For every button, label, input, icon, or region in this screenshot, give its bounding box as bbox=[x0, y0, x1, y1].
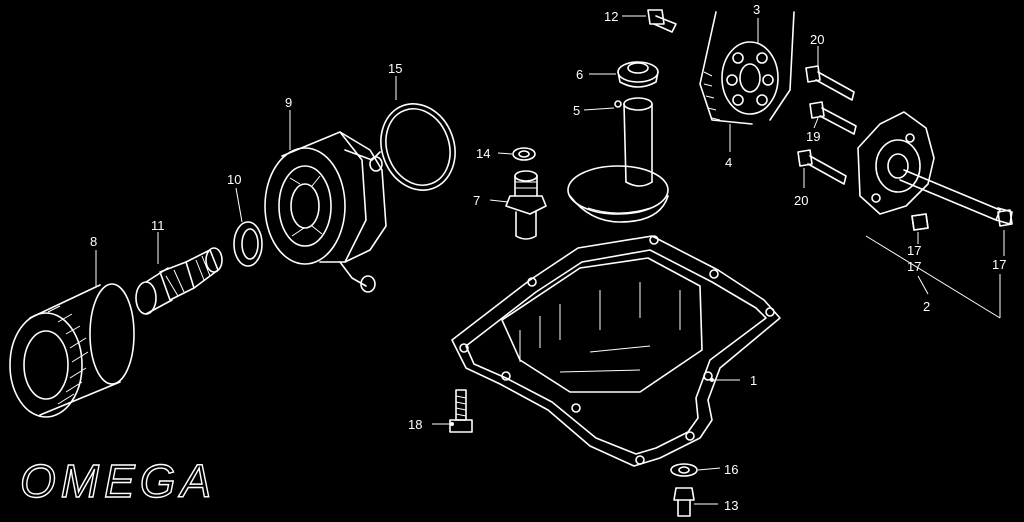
oil-switch-part[interactable] bbox=[505, 170, 547, 240]
drain-bolt-13-part[interactable] bbox=[673, 487, 695, 517]
callout-17-b: 17 bbox=[992, 257, 1006, 272]
callout-6: 6 bbox=[576, 67, 583, 82]
oil-filter-part[interactable] bbox=[9, 283, 135, 418]
oil-pan-part[interactable] bbox=[451, 235, 781, 467]
o-ring-10-part[interactable] bbox=[233, 221, 263, 267]
callout-3: 3 bbox=[753, 2, 760, 17]
callout-11: 11 bbox=[151, 218, 165, 233]
callout-5: 5 bbox=[573, 103, 580, 118]
callout-20-top: 20 bbox=[810, 32, 824, 47]
dowel-pin-17b-part[interactable] bbox=[997, 209, 1013, 227]
callout-labels: 3 12 20 6 15 9 5 19 14 4 10 7 20 11 8 17… bbox=[90, 2, 1006, 513]
callout-15: 15 bbox=[388, 61, 402, 76]
oil-strainer-part[interactable] bbox=[567, 97, 669, 223]
callout-17-a: 17 bbox=[907, 243, 921, 258]
callout-4: 4 bbox=[725, 155, 732, 170]
seal-6-part[interactable] bbox=[617, 61, 659, 88]
callout-17-c: 17 bbox=[907, 259, 921, 274]
pump-bolt-20-bottom-part[interactable] bbox=[797, 149, 847, 185]
callout-18: 18 bbox=[408, 417, 422, 432]
bolt-12-part[interactable] bbox=[647, 9, 677, 33]
pump-bolt-19-part[interactable] bbox=[809, 101, 857, 135]
omega-logo: OMEGA bbox=[19, 454, 216, 507]
oil-pump-sprocket-part[interactable] bbox=[721, 41, 779, 115]
washer-14-part[interactable] bbox=[512, 147, 536, 161]
leader-lines bbox=[95, 15, 1005, 505]
callout-19: 19 bbox=[806, 129, 820, 144]
callout-7: 7 bbox=[473, 193, 480, 208]
union-bolt-part[interactable] bbox=[135, 247, 223, 315]
oil-pump-chain-part[interactable] bbox=[699, 11, 795, 125]
oil-cooler-part[interactable] bbox=[264, 131, 387, 293]
omega-logo-text: OMEGA bbox=[20, 455, 216, 507]
o-ring-15-part[interactable] bbox=[369, 93, 467, 200]
callout-20-bottom: 20 bbox=[794, 193, 808, 208]
pump-bolt-20-top-part[interactable] bbox=[805, 65, 855, 101]
callout-2: 2 bbox=[923, 299, 930, 314]
callout-12: 12 bbox=[604, 9, 618, 24]
callout-14: 14 bbox=[476, 146, 490, 161]
washer-16-part[interactable] bbox=[670, 463, 698, 477]
callout-9: 9 bbox=[285, 95, 292, 110]
callout-1: 1 bbox=[750, 373, 757, 388]
callout-10: 10 bbox=[227, 172, 241, 187]
callout-8: 8 bbox=[90, 234, 97, 249]
dowel-pin-17a-part[interactable] bbox=[911, 213, 929, 231]
pan-bolt-18-part[interactable] bbox=[449, 389, 473, 433]
callout-16: 16 bbox=[724, 462, 738, 477]
callout-13: 13 bbox=[724, 498, 738, 513]
oil-pump-assembly-part[interactable] bbox=[857, 111, 1013, 231]
